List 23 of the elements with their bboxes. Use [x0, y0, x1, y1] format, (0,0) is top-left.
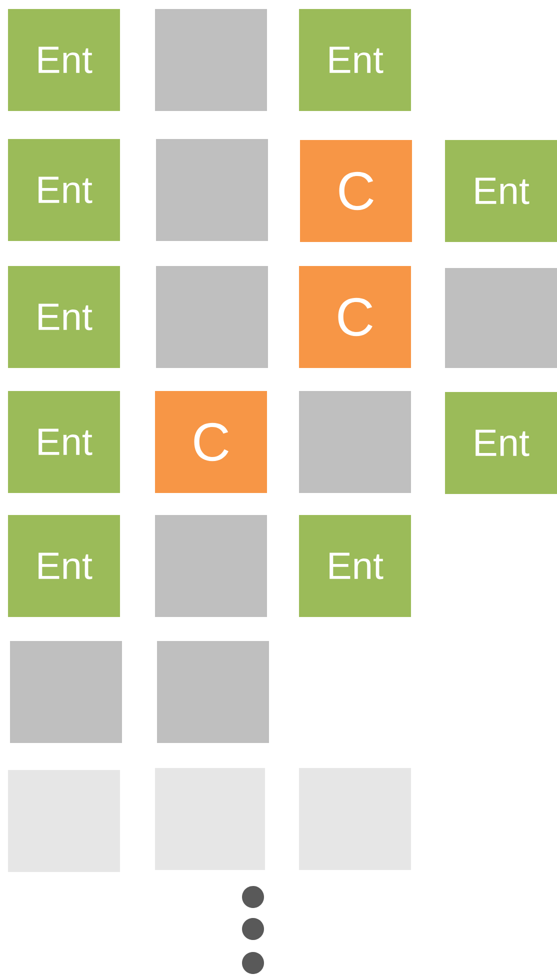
labeled-box: Ent — [8, 515, 120, 617]
empty-box — [157, 641, 269, 743]
empty-box — [156, 139, 268, 241]
labeled-box: Ent — [8, 9, 120, 111]
empty-box — [156, 266, 268, 368]
labeled-box: Ent — [445, 140, 557, 242]
labeled-box: Ent — [8, 139, 120, 241]
empty-box — [299, 768, 411, 870]
empty-box — [8, 770, 120, 872]
labeled-box: Ent — [8, 391, 120, 493]
empty-box — [10, 641, 122, 743]
labeled-box: C — [299, 266, 411, 368]
empty-box — [299, 391, 411, 493]
empty-box — [445, 268, 557, 368]
labeled-box: Ent — [299, 515, 411, 617]
empty-box — [155, 768, 265, 870]
labeled-box: Ent — [8, 266, 120, 368]
labeled-box: Ent — [299, 9, 411, 111]
labeled-box: C — [155, 391, 267, 493]
empty-box — [155, 9, 267, 111]
labeled-box: Ent — [445, 392, 557, 494]
labeled-box: C — [300, 140, 412, 242]
empty-box — [155, 515, 267, 617]
